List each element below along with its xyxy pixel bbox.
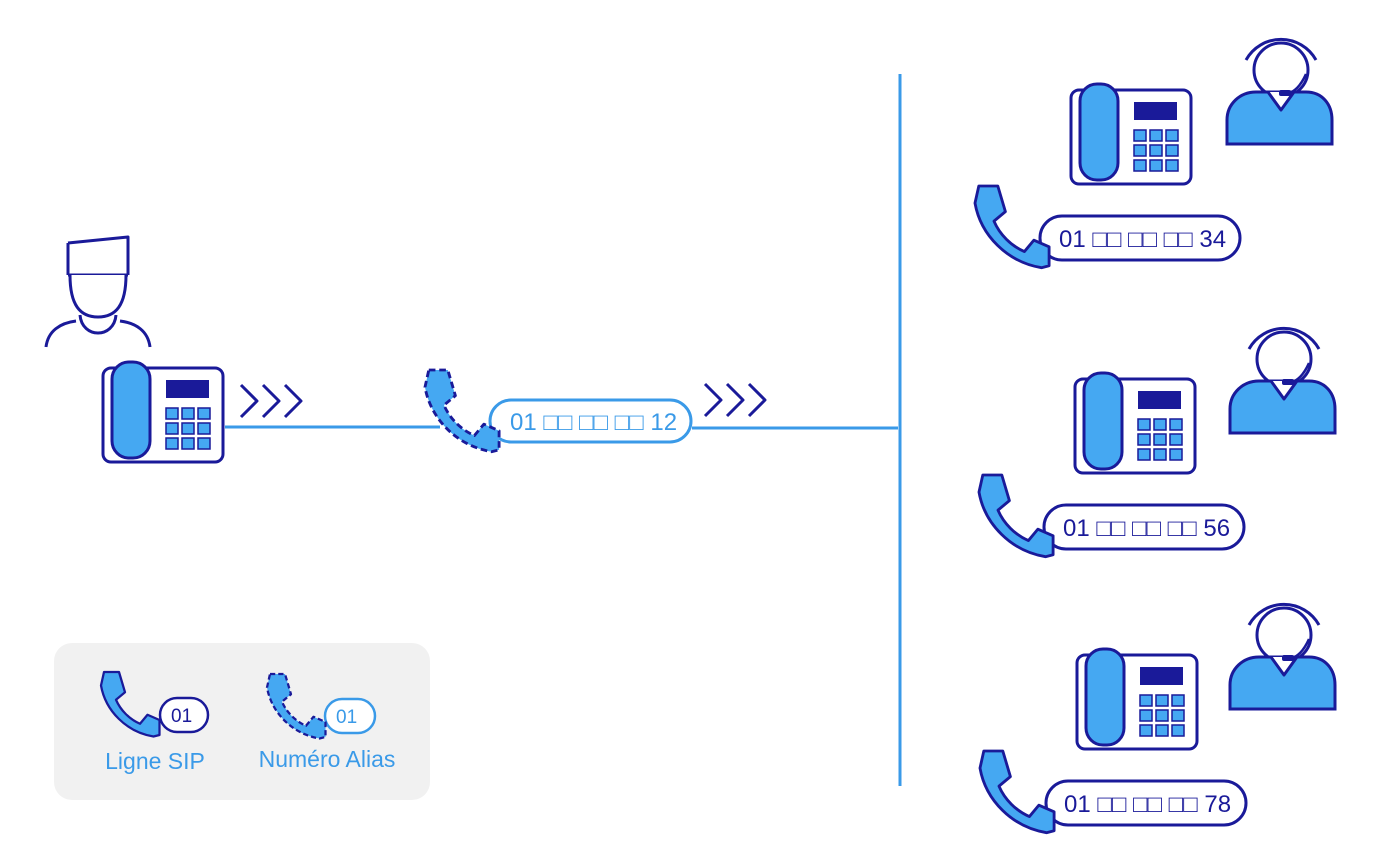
headset-agent-icon (1228, 602, 1337, 711)
sip-handset-icon (973, 184, 1051, 270)
legend-sip-code: 01 (171, 706, 192, 727)
sip-number-pill (1042, 503, 1246, 551)
legend-panel: 01 Ligne SIP 01 Numéro Alias (54, 643, 430, 800)
chevrons-icon (703, 382, 767, 418)
sip-number-pill (1044, 779, 1248, 827)
legend-alias-label: Numéro Alias (259, 746, 396, 772)
agent-desk-phone-icon (1069, 82, 1193, 186)
legend-sip-item: 01 Ligne SIP (99, 670, 210, 774)
sip-number-text: 01 □□ □□ □□ 56 (1063, 515, 1230, 542)
sip-number-pill (1038, 214, 1242, 262)
alias-number-pill: 01 □□ □□ □□ 12 (488, 398, 693, 444)
headset-agent-icon (1228, 326, 1337, 435)
sip-number-text: 01 □□ □□ □□ 34 (1059, 226, 1226, 253)
agent-group: 01 □□ □□ □□ 34 (973, 37, 1334, 270)
caller-desk-phone-icon (101, 360, 225, 464)
legend-sip-label: Ligne SIP (105, 748, 205, 774)
legend-alias-item: 01 Numéro Alias (259, 672, 396, 772)
headset-agent-icon (1225, 37, 1334, 146)
sip-handset-icon (977, 473, 1055, 559)
agent-desk-phone-icon (1075, 647, 1199, 751)
chevrons-icon (239, 383, 303, 419)
legend-alias-code: 01 (336, 707, 357, 728)
caller-user-icon (44, 235, 152, 348)
alias-number-text: 01 □□ □□ □□ 12 (510, 409, 677, 436)
sip-handset-icon (978, 749, 1056, 835)
agent-group: 01 □□ □□ □□ 78 (978, 602, 1337, 835)
alias-handset-icon (423, 368, 501, 454)
agent-group: 01 □□ □□ □□ 56 (977, 326, 1337, 559)
agent-desk-phone-icon (1073, 371, 1197, 475)
sip-number-text: 01 □□ □□ □□ 78 (1064, 791, 1231, 818)
